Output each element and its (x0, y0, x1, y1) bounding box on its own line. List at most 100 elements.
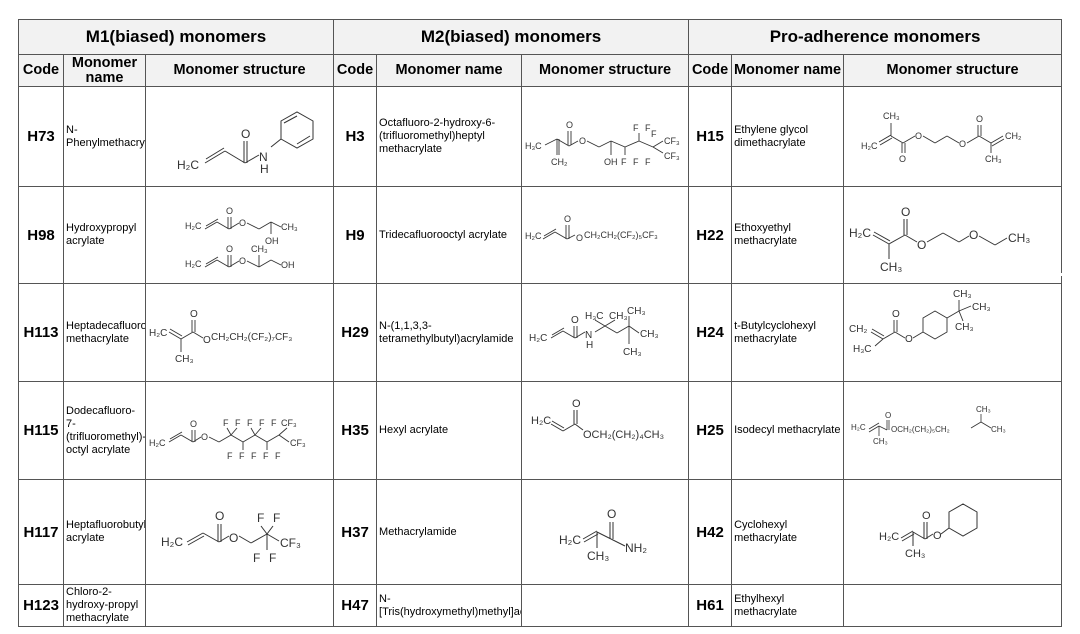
struct-label: CH₃ (991, 425, 1006, 434)
structure-cell (843, 584, 1063, 627)
struct-label: H₂C (849, 226, 871, 240)
h117-structure: H₂C O O F F CF₃ F F (161, 509, 301, 565)
h37-structure: H₂C O NH₂ CH₃ (559, 507, 647, 563)
struct-label: CH₂ (551, 157, 568, 167)
monomer-code: H117 (18, 479, 64, 585)
struct-label: CH₃ (880, 260, 902, 274)
struct-label: CH₃ (972, 302, 991, 313)
monomer-code: H42 (688, 479, 733, 585)
header-code: Code (688, 54, 733, 87)
monomer-name: t-Butylcyclohexyl methacrylate (731, 283, 845, 382)
table-row: H115 Dodecafluoro-7-(trifluoromethyl)-oc… (18, 381, 1063, 480)
struct-label: N (585, 330, 592, 341)
monomer-code: H29 (333, 283, 378, 382)
monomer-name: Hexyl acrylate (376, 381, 523, 480)
monomer-code: H37 (333, 479, 378, 585)
struct-label: CF₃ (280, 536, 301, 550)
struct-label: F (645, 123, 651, 133)
struct-label: CH₃ (976, 405, 991, 414)
structure-cell: H₂C O O CH₃ (843, 479, 1063, 585)
struct-label: CH₂CH₂(CF₂)₇CF₃ (211, 332, 292, 343)
struct-label: O (564, 214, 571, 224)
monomer-name: Dodecafluoro-7-(trifluoromethyl)-octyl a… (63, 381, 146, 480)
struct-label: O (933, 530, 942, 542)
struct-label: H₃C (525, 141, 542, 151)
struct-label: H₂C (879, 531, 899, 543)
structure-cell (144, 584, 335, 627)
struct-label: F (259, 418, 265, 428)
table-row: H113 Heptadecafluorodecyl methacrylate H… (18, 283, 1063, 382)
structure-cell: H₃C O O CH₂ OH F F F F F F CF₃ CF₃ (521, 86, 690, 187)
struct-label: H₂C (161, 535, 183, 549)
h115-structure: H₂C O O F F F F F CF₃ CF₃ F F F F F (149, 418, 306, 461)
struct-label: CH₃ (955, 322, 974, 333)
h15-structure: CH₃ H₂C O O O O CH₂ CH₃ (861, 111, 1022, 164)
struct-label: OH (281, 260, 295, 270)
struct-label: F (235, 418, 241, 428)
struct-label: O (922, 510, 931, 522)
struct-label: CH₃ (905, 548, 925, 560)
struct-label: O (976, 114, 983, 124)
monomer-code: H115 (18, 381, 64, 480)
monomer-code: H25 (688, 381, 733, 480)
struct-label: O (607, 507, 616, 521)
structure-cell: H₂C O OCH₂(CH₂)₄CH₃ (521, 381, 690, 480)
struct-label: O (190, 419, 197, 429)
struct-label: N (259, 150, 268, 164)
monomer-name: Ethylhexyl methacrylate (731, 584, 845, 627)
monomer-table: M1(biased) monomers M2(biased) monomers … (17, 19, 1063, 627)
monomer-code: H22 (688, 186, 733, 284)
header-monomer-structure: Monomer structure (521, 54, 690, 87)
struct-label: O (226, 206, 233, 216)
struct-label: O (190, 309, 198, 320)
group-header-pro-adherence: Pro-adherence monomers (688, 19, 1063, 55)
struct-label: F (271, 418, 277, 428)
monomer-name: N-(1,1,3,3-tetramethylbutyl)acrylamide (376, 283, 523, 382)
struct-label: O (203, 335, 211, 346)
struct-label: F (257, 511, 264, 525)
struct-label: O (226, 244, 233, 254)
struct-label: H₂C (851, 423, 866, 432)
monomer-name: Tridecafluorooctyl acrylate (376, 186, 523, 284)
monomer-code: H123 (18, 584, 64, 627)
struct-label: H₂C (149, 328, 167, 339)
struct-label: O (917, 238, 926, 252)
monomer-code: H113 (18, 283, 64, 382)
monomer-code: H47 (333, 584, 378, 627)
h25-structure: H₂C O OCH₂(CH₂)₅CH₂ CH₃ CH₃ CH₃ (851, 405, 1006, 446)
table-row: H73 N-Phenylmethacrylamide H₂C O N H H3 … (18, 86, 1063, 187)
header-monomer-name: Monomer name (63, 54, 146, 87)
monomer-code: H35 (333, 381, 378, 480)
struct-label: H₂C (525, 231, 542, 241)
struct-label: OH (604, 157, 618, 167)
header-code: Code (333, 54, 378, 87)
struct-label: H₂C (529, 333, 547, 344)
monomer-name: Cyclohexyl methacrylate (731, 479, 845, 585)
struct-label: CF₃ (664, 151, 680, 161)
struct-label: O (215, 509, 224, 523)
struct-label: F (273, 511, 280, 525)
struct-label: F (247, 418, 253, 428)
structure-cell (521, 584, 690, 627)
struct-label: F (633, 123, 639, 133)
structure-cell: H₂C O N H (144, 86, 335, 187)
monomer-name: N-[Tris(hydroxymethyl)methyl]acrylamide (376, 584, 523, 627)
struct-label: F (269, 551, 276, 565)
header-monomer-name: Monomer name (376, 54, 523, 87)
struct-label: F (263, 451, 269, 461)
monomer-name: Ethylene glycol dimethacrylate (731, 86, 845, 187)
header-monomer-structure: Monomer structure (144, 54, 335, 87)
struct-label: CH₃ (883, 111, 900, 121)
struct-label: CH₃ (587, 549, 609, 563)
structure-cell: H₂C O O CH₃ OH H₂C O O CH₃ OH (144, 186, 335, 284)
struct-label: CH₂ (849, 324, 867, 335)
struct-label: H (260, 162, 269, 176)
header-code: Code (18, 54, 64, 87)
struct-label: O (892, 309, 900, 320)
struct-label: F (645, 157, 651, 167)
table-row: H123 Chloro-2-hydroxy-propyl methacrylat… (18, 584, 1063, 627)
header-monomer-structure: Monomer structure (843, 54, 1063, 87)
struct-label: H₂C (185, 221, 202, 231)
structure-cell: CH₃ H₂C O O O O CH₂ CH₃ (843, 86, 1063, 187)
monomer-name: Methacrylamide (376, 479, 523, 585)
